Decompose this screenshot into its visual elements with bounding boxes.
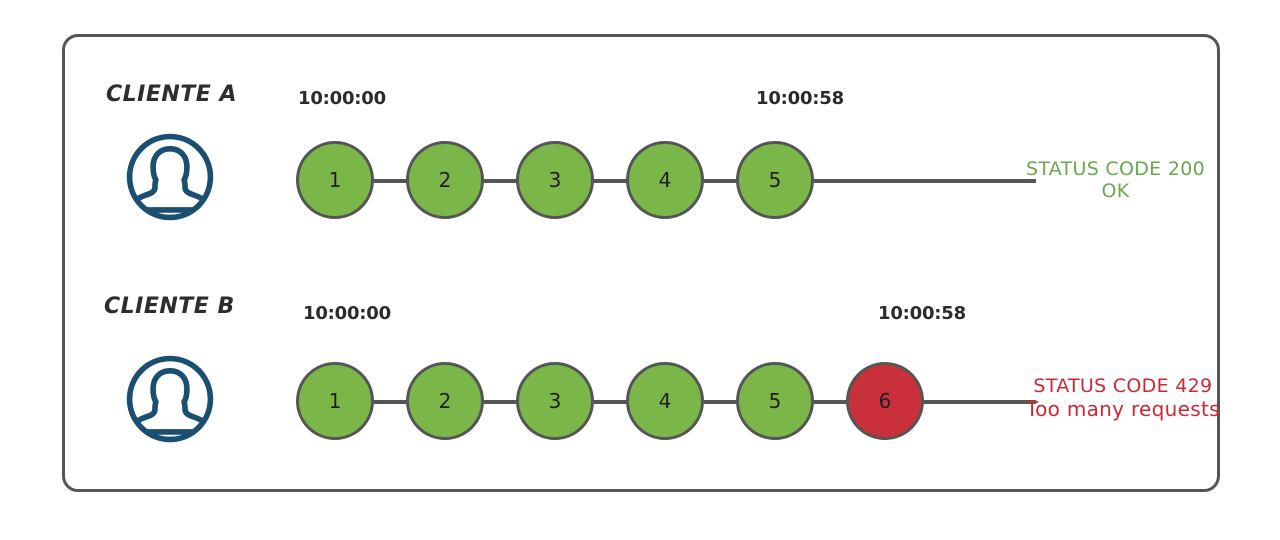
status-badge-b: STATUS CODE 429 Too many requests xyxy=(1026,375,1220,421)
connector-a-3 xyxy=(594,179,628,183)
connector-b-3 xyxy=(594,400,628,404)
status-badge-a: STATUS CODE 200 OK xyxy=(1026,158,1205,202)
request-node[interactable]: 1 xyxy=(296,362,374,440)
request-node-error[interactable]: 6 xyxy=(846,362,924,440)
connector-a-2 xyxy=(484,179,518,183)
status-text-line: OK xyxy=(1101,180,1130,202)
client-label-a: CLIENTE A xyxy=(106,82,238,107)
connector-b-5 xyxy=(814,400,848,404)
request-node[interactable]: 2 xyxy=(406,362,484,440)
connector-b-tail xyxy=(924,400,1036,404)
connector-a-1 xyxy=(374,179,408,183)
request-node[interactable]: 5 xyxy=(736,362,814,440)
user-avatar-icon xyxy=(123,130,217,224)
timestamp-b-end: 10:00:58 xyxy=(878,303,966,324)
timestamp-a-end: 10:00:58 xyxy=(756,88,844,109)
connector-b-2 xyxy=(484,400,518,404)
request-node[interactable]: 5 xyxy=(736,141,814,219)
connector-b-4 xyxy=(704,400,738,404)
status-code-line: STATUS CODE 200 xyxy=(1026,158,1205,180)
request-node[interactable]: 1 xyxy=(296,141,374,219)
request-chain-b: 1 2 3 4 5 6 xyxy=(296,357,1036,447)
timestamp-a-start: 10:00:00 xyxy=(298,88,386,109)
connector-a-tail xyxy=(814,179,1036,183)
status-text-line: Too many requests xyxy=(1026,397,1220,421)
client-label-b: CLIENTE B xyxy=(104,294,235,319)
timestamp-b-start: 10:00:00 xyxy=(303,303,391,324)
request-node[interactable]: 3 xyxy=(516,141,594,219)
request-node[interactable]: 2 xyxy=(406,141,484,219)
connector-a-4 xyxy=(704,179,738,183)
connector-b-1 xyxy=(374,400,408,404)
request-node[interactable]: 3 xyxy=(516,362,594,440)
user-avatar-icon xyxy=(123,352,217,446)
request-chain-a: 1 2 3 4 5 xyxy=(296,136,1036,226)
status-code-line: STATUS CODE 429 xyxy=(1033,375,1213,397)
request-node[interactable]: 4 xyxy=(626,362,704,440)
request-node[interactable]: 4 xyxy=(626,141,704,219)
